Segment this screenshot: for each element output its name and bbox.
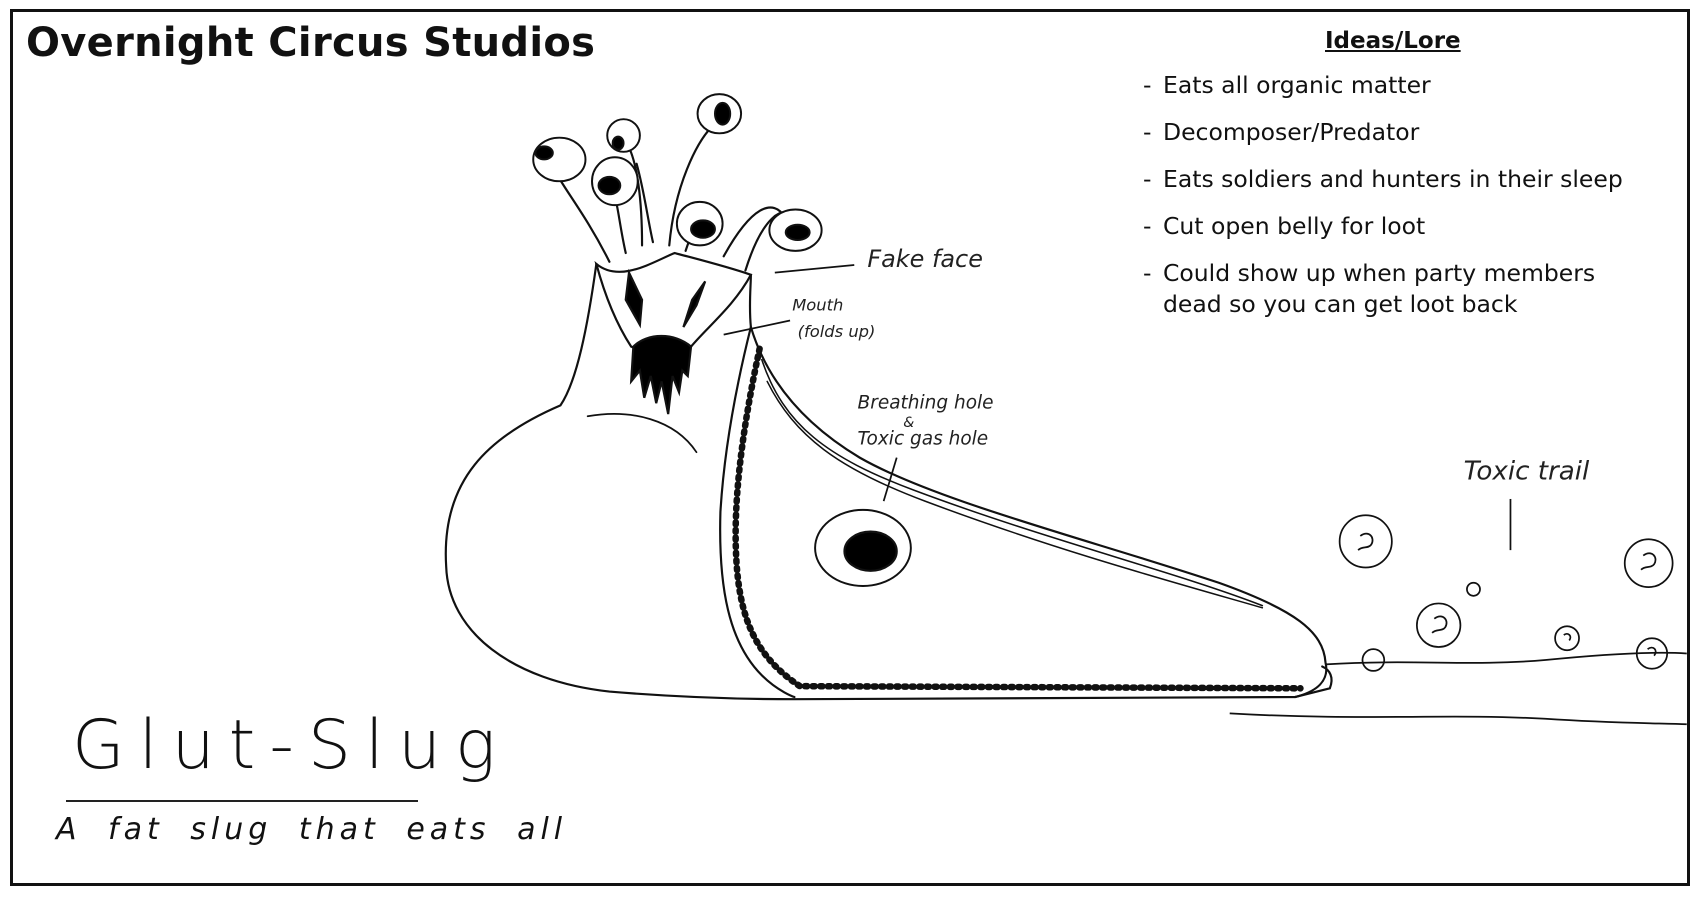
- lore-item: Cut open belly for loot: [1143, 211, 1643, 242]
- fake-face-label: Fake face: [867, 245, 983, 273]
- breathing-hole: [814, 508, 912, 588]
- slug-foot-skirt: [732, 345, 1304, 692]
- lore-list: Eats all organic matter Decomposer/Preda…: [1143, 70, 1643, 336]
- slug-foot-inner: [719, 325, 796, 699]
- toxic-bubbles: [1338, 514, 1674, 672]
- lore-item: Eats all organic matter: [1143, 70, 1643, 101]
- toxic-gas-label: Toxic gas hole: [858, 429, 989, 450]
- mouth-label: Mouth: [792, 296, 843, 315]
- eyes: [532, 93, 823, 252]
- creature-name: Glut-Slug: [72, 706, 510, 785]
- name-underline: [66, 800, 418, 802]
- lore-item: Could show up when party members dead so…: [1143, 258, 1643, 320]
- slug-tail-lip: [1293, 665, 1333, 699]
- studio-title: Overnight Circus Studios: [26, 20, 596, 66]
- page-frame: [10, 9, 1690, 886]
- lore-heading: Ideas/Lore: [1325, 28, 1461, 54]
- breathing-hole-amp: &: [903, 415, 914, 431]
- toxic-trail-line: [1325, 651, 1687, 666]
- mouth-label-sub: (folds up): [798, 322, 876, 341]
- creature-tagline: A fat slug that eats all: [56, 812, 568, 847]
- lore-item: Decomposer/Predator: [1143, 117, 1643, 148]
- fake-face: [594, 251, 753, 415]
- toxic-trail-label: Toxic trail: [1464, 456, 1590, 486]
- lore-item: Eats soldiers and hunters in their sleep: [1143, 164, 1643, 195]
- slug-body-outline: [444, 262, 1328, 701]
- breathing-hole-label: Breathing hole: [858, 393, 994, 414]
